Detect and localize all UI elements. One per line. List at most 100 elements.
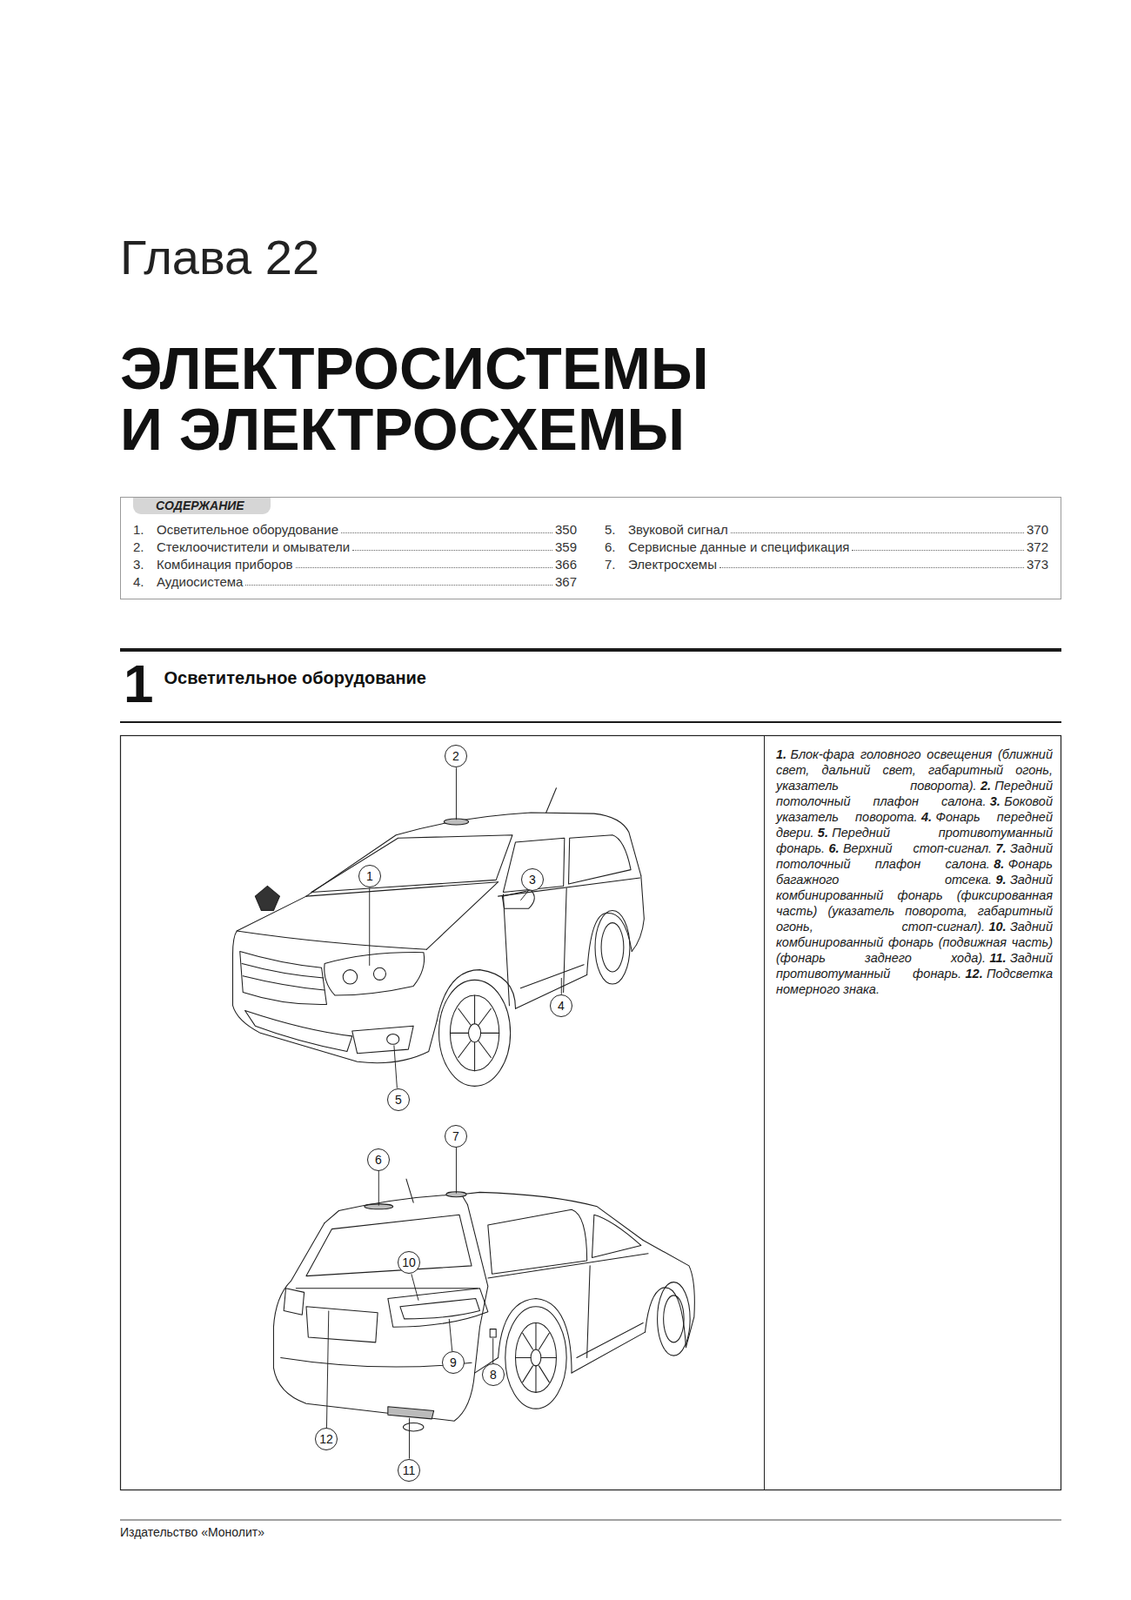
page-number: 370 [1026,522,1049,537]
front-car [373,967,386,980]
front-car [502,894,509,1006]
legend-number: 9. [995,872,1006,887]
leader-lines [394,1044,398,1088]
rear-car [505,1306,567,1409]
front-car [254,885,280,911]
callout-circle: 1 [358,864,382,888]
front-car [352,1025,414,1054]
figure-frame [120,736,1062,1491]
rear-car [488,1253,649,1279]
legend-number: 8. [993,856,1004,871]
leader-lines [492,1338,494,1364]
leader-lines [455,1147,457,1194]
callout-circle: 4 [549,994,573,1018]
front-car [240,951,328,1005]
rear-car [295,1287,478,1289]
callout-number: 6 [374,1153,382,1166]
front-car [501,890,535,909]
entry-number: 4. [133,574,157,589]
rear-car [306,1214,472,1276]
legend-number: 4. [921,809,932,824]
dot-leader [295,566,553,569]
section-band: 1Осветительное оборудование [120,648,1062,723]
front-car [245,1010,353,1052]
rear-car [402,1423,423,1432]
callout-circle: 3 [521,868,544,891]
rear-car [576,1323,643,1359]
dot-leader [352,548,553,551]
legend-number: 10. [988,919,1006,934]
callout-circle: 8 [481,1363,505,1386]
leader-lines [455,767,457,820]
contents-column: 1.Осветительное оборудование3502.Стеклоо… [133,520,577,590]
legend-number: 12. [965,966,984,981]
rear-car [515,1323,557,1393]
callout-number: 3 [528,873,536,886]
rear-car [306,1306,378,1343]
dot-leader [341,531,553,534]
front-car [568,835,632,884]
front-car [387,1034,400,1045]
callout-circle: 9 [441,1351,465,1374]
rear-car [663,1295,684,1343]
rear-car [498,1298,572,1373]
front-car [241,963,324,978]
rear-car [388,1406,435,1419]
entry-number: 2. [133,539,157,555]
rear-car [642,1240,695,1348]
front-car [324,952,425,996]
entry-number: 3. [133,556,157,572]
leader-lines [368,888,370,966]
rear-car [488,1209,588,1274]
callout-number: 2 [452,749,460,763]
legend-number: 7. [995,841,1006,856]
front-car [449,995,499,1071]
callout-circle: 5 [387,1088,410,1111]
figure-frame [763,735,765,1491]
entry-title: Осветительное оборудование [156,522,339,537]
legend-text: Верхний стоп-сигнал. [843,841,992,856]
section-number: 1 [123,656,154,711]
front-car [233,896,438,1064]
contents-columns: 1.Осветительное оборудование3502.Стеклоо… [120,514,1061,599]
front-car [631,876,644,952]
legend-number: 3. [990,794,1001,809]
dot-leader [719,566,1024,569]
rear-car [587,1265,591,1359]
contents-row: 2.Стеклоочистители и омыватели359 [133,537,577,556]
front-car [502,837,564,892]
rear-car [283,1288,304,1316]
callout-circle: 2 [444,744,468,768]
callout-number: 9 [449,1356,457,1369]
callout-circle: 7 [444,1124,468,1148]
entry-title: Сервисные данные и спецификация [628,539,850,555]
label-holder: Издательство «Монолит» [120,1525,265,1539]
contents-row: 3.Комбинация приборов366 [133,555,577,573]
title-holder: ЭЛЕКТРОСИСТЕМЫ И ЭЛЕКТРОСХЕМЫ [120,337,747,460]
rear-car [657,1282,691,1356]
leader-lines [408,1418,410,1459]
contents-row: 6.Сервисные данные и спецификация372 [604,537,1049,556]
rear-car [400,1298,481,1319]
callout-number: 8 [489,1368,497,1381]
rear-car [273,1223,475,1422]
car-drawings [233,767,696,1459]
front-car [439,979,511,1086]
callout-number: 12 [319,1432,334,1446]
front-car [498,877,641,897]
callout-number: 10 [401,1256,416,1269]
callout-circle: 11 [397,1458,421,1482]
callout-number: 11 [402,1464,416,1477]
front-car [546,788,557,813]
legend-number: 6. [828,841,839,856]
entry-number: 6. [604,539,629,555]
publisher-footer: Издательство «Монолит» [120,1525,265,1539]
front-car [468,1023,482,1043]
entry-title: Звуковой сигнал [628,522,729,537]
chapter-title: ЭЛЕКТРОСИСТЕМЫ И ЭЛЕКТРОСХЕМЫ [120,337,747,460]
front-car [342,970,357,984]
rear-car [388,1288,489,1328]
entry-number: 5. [604,522,629,537]
legend-cell: 1.Блок-фара головного освещения (ближний… [776,746,1053,998]
page-number: 373 [1026,556,1049,572]
